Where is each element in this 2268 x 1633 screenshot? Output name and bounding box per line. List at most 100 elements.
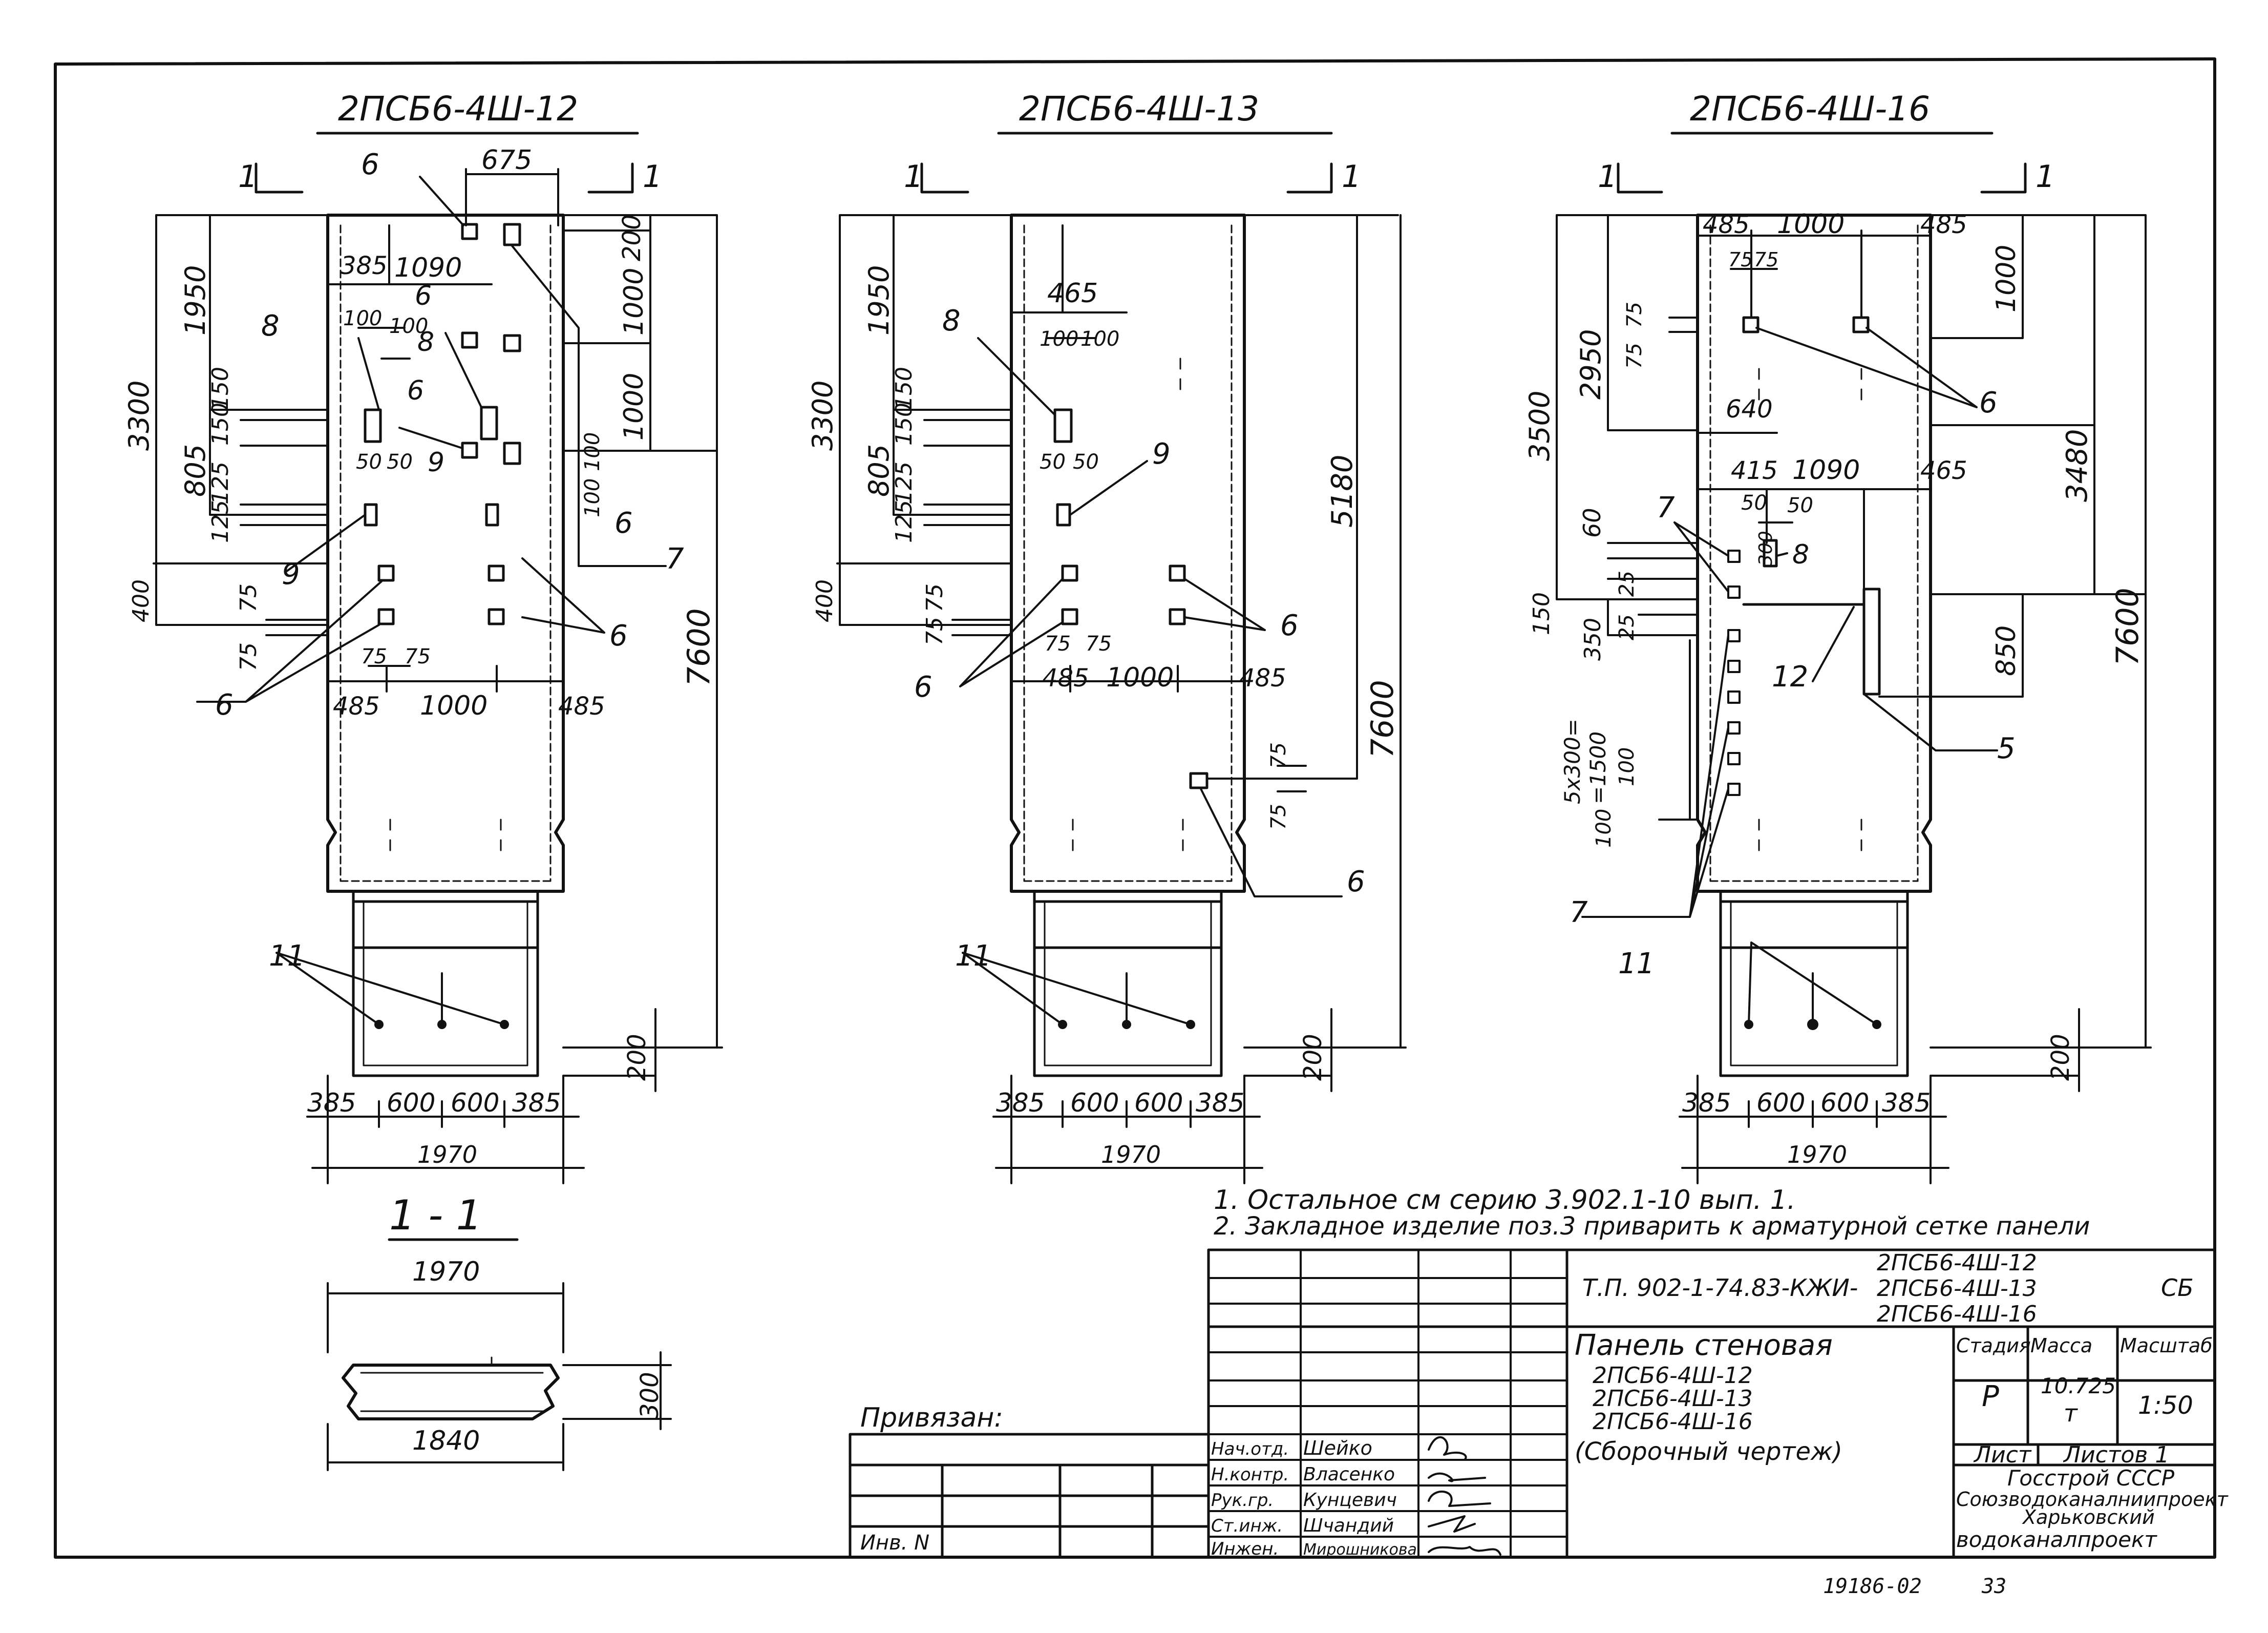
item-label: 8 [942,304,961,338]
dim-label: 485 [558,692,605,721]
dimension-lines-right [1878,214,2152,1092]
dimension-lines-right [1207,214,1407,1092]
leader-lines [196,176,667,1025]
panel-title: 2ПСБ6-4Ш-13 [1019,89,1259,129]
embed-7 [503,334,521,352]
inv-label: Инв. N [860,1531,929,1555]
dim-label: 3300 [807,381,839,451]
stage-value: Р [1982,1380,1999,1413]
dim-label: 805 [179,444,211,497]
section-mark-left: 1 [238,159,258,195]
dim-label: 1090 [394,253,462,283]
embed-9 [1056,503,1071,527]
drawing-name-mark: 2ПСБ6-4Ш-16 [1593,1409,1753,1435]
dim-label: 150 [207,403,234,446]
doc-code: Т.П. 902-1-74.83-КЖИ- [1582,1274,1858,1302]
dim-label: 75 [922,617,948,645]
dim-label: 7600 [681,608,717,686]
dim-label: 485 [1239,664,1286,693]
drawing-name-sub: (Сборочный чертеж) [1575,1437,1842,1466]
dim-label: 485 [1703,211,1750,239]
embed-7 [1727,550,1741,563]
item-label: 6 [1347,865,1365,898]
dim-label: 5x300= [1560,719,1585,804]
item-label: 6 [614,507,633,540]
section-arrow-left [255,162,304,194]
hidden-lines [389,819,502,862]
item-label: 9 [428,447,444,478]
dim-label: 1000 [1991,245,2022,312]
dim-label: 50 [1040,450,1066,474]
embed-6 [461,331,478,349]
dim-label: 385 [1682,1088,1731,1118]
dim-label: 600 [387,1088,435,1118]
dimension-lines-bottom [306,1075,656,1184]
embed-7 [1727,660,1741,673]
dim-label: 75 [1045,632,1071,656]
embed-8 [1763,539,1778,568]
dim-label: 75 [1267,804,1290,830]
hidden-lines [1758,368,1862,862]
dim-label: 3500 [1523,391,1556,461]
org-line: Союзводоканалниипроект [1956,1488,2229,1511]
dim-label: 1950 [863,265,895,336]
doc-mark: 2ПСБ6-4Ш-16 [1877,1301,2037,1327]
item-label: 8 [417,327,434,358]
panel-base-inner [363,901,528,1066]
section-profile [342,1364,560,1420]
embed-6 [1061,564,1078,582]
mass-value: 10.725 [2041,1373,2116,1398]
embed-6 [1189,772,1209,789]
item-label: 7 [666,542,684,576]
embed-9 [364,503,378,527]
title-block-signature-grid [1207,1249,1568,1558]
dim-label: 1970 [1787,1141,1847,1168]
dim-label: 25 [1615,571,1639,597]
dim-label: 100 [1615,747,1639,786]
dim-label: 385 [307,1088,356,1118]
section-arrow-right [587,162,634,194]
role-label: Нач.отд. [1211,1439,1289,1459]
item-label: 6 [1979,386,1998,420]
dim-label: 485 [333,692,380,721]
item-label: 9 [1152,437,1171,471]
dim-label: 125 [207,500,234,543]
dim-label: 1970 [412,1257,480,1287]
panel-outline [326,214,565,893]
dim-label: 850 [1991,625,2022,676]
embed-7 [1727,690,1741,704]
dim-label: 50 [1073,450,1099,474]
dimension-lines-bottom [992,1075,1263,1184]
dim-label: 385 [1882,1088,1931,1118]
dim-label: 100 [1080,327,1119,351]
sheet-label: Лист [1973,1442,2032,1468]
panel-rebar [1709,224,1919,882]
item-label: 11 [955,939,991,973]
drawing-name-mark: 2ПСБ6-4Ш-13 [1593,1386,1753,1412]
role-label: Рук.гр. [1211,1490,1274,1511]
dimension-lines-left [1556,214,1699,821]
dim-label: 2950 [1575,329,1607,400]
panel-title: 2ПСБ6-4Ш-12 [338,89,578,129]
section-mark-right: 1 [643,159,662,195]
leader-lines [1581,327,1998,1025]
dim-label: 60 [1578,508,1606,538]
attached-label: Привязан: [860,1402,1003,1433]
note-2: 2. Закладное изделие поз.3 приварить к а… [1214,1212,2090,1241]
panel-base-inner [1044,901,1212,1066]
dim-label: 50 [356,450,382,474]
dimension-lines-top [1010,224,1128,339]
dim-label: 200 [1299,1034,1327,1081]
dim-label: 600 [1134,1088,1183,1118]
dim-label: 100 [581,478,604,517]
col-stage: Стадия [1956,1334,2031,1357]
dim-label: 75 [1623,343,1646,369]
role-label: Ст.инж. [1211,1516,1283,1536]
dimension-lines-left [836,214,1012,636]
dim-label: 600 [1756,1088,1805,1118]
dim-label: 75 [1728,248,1753,271]
org-line: водоканалпроект [1956,1527,2157,1552]
item-label: 6 [407,375,424,406]
